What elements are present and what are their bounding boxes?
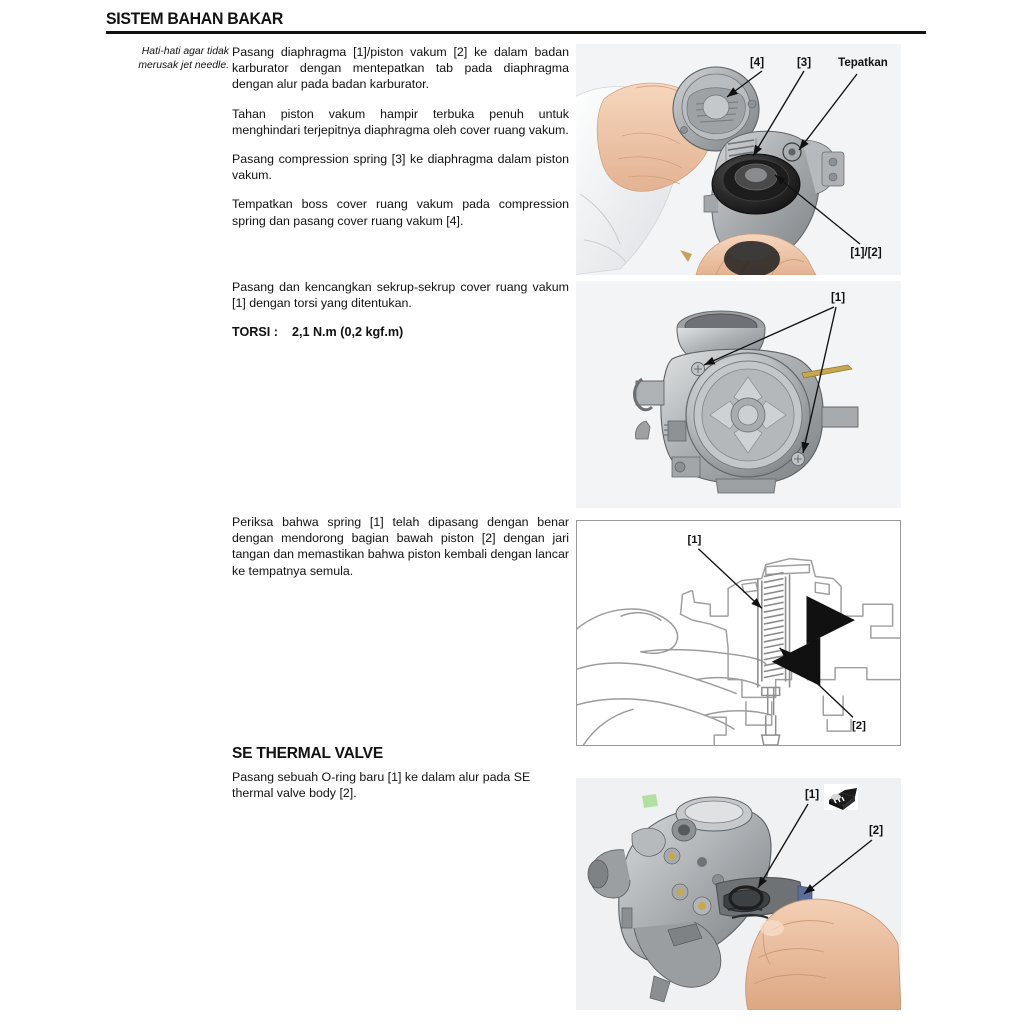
leader-3 — [752, 70, 805, 157]
figure-1-callout-3-label: [3] — [797, 57, 811, 69]
page-title: SISTEM BAHAN BAKAR — [106, 10, 283, 28]
torque-label: TORSI : — [232, 325, 278, 340]
caution-note: Hati-hati agar tidak merusak jet needle. — [105, 45, 229, 72]
leader-2 — [779, 647, 854, 718]
figure-3-callout-2-label: [2] — [852, 720, 866, 732]
cover-screws — [691, 362, 805, 466]
leader-1a — [703, 306, 835, 366]
paragraph-4: Tempatkan boss cover ruang vakum pada co… — [232, 197, 569, 228]
figure-2-graphic: [1] — [576, 281, 901, 508]
leader-1b — [801, 306, 837, 454]
figure-2: [1] — [576, 281, 901, 508]
paragraph-7: Pasang sebuah O-ring baru [1] ke dalam a… — [232, 770, 531, 801]
figure-3: [1] [2] — [576, 520, 901, 746]
grease-icon — [824, 784, 858, 810]
leader-1 — [697, 548, 763, 609]
lower-hand — [695, 233, 817, 275]
paragraph-2: Tahan piston vakum hampir terbuka penuh … — [232, 106, 569, 137]
caution-note-line2: merusak jet needle. — [138, 59, 229, 71]
paragraph-5: Pasang dan kencangkan sekrup-sekrup cove… — [232, 280, 569, 311]
figure-1-callout-4-label: [4] — [750, 57, 764, 69]
bracket — [633, 377, 654, 412]
leader-4 — [726, 70, 763, 98]
new-oring — [728, 885, 764, 911]
paragraph-1: Pasang diaphragma [1]/piston vakum [2] k… — [232, 45, 569, 92]
text-block-2: Pasang dan kencangkan sekrup-sekrup cove… — [232, 279, 569, 341]
leader-1 — [757, 803, 809, 889]
caution-note-line1: Hati-hati agar tidak — [141, 46, 229, 57]
jet-needle — [760, 686, 781, 745]
figure-4-callout-1-label: [1] — [805, 789, 819, 801]
figure-1-callout-tepatkan-label: Tepatkan — [838, 57, 888, 69]
figure-4-graphic: [1] [2] — [576, 778, 901, 1010]
torque-value: 2,1 N.m (0,2 kgf.m) — [291, 325, 404, 340]
adjust-screw — [801, 364, 853, 379]
header-rule — [106, 31, 926, 34]
leader-2 — [803, 839, 873, 895]
leader-1-2 — [774, 174, 861, 245]
paragraph-6: Periksa bahwa spring [1] telah dipasang … — [232, 515, 569, 578]
figure-4-callout-2-label: [2] — [869, 825, 883, 837]
torque-spec: TORSI : 2,1 N.m (0,2 kgf.m) — [232, 324, 569, 340]
hand-outline — [577, 608, 773, 745]
leader-tepatkan — [798, 73, 858, 151]
figure-1: [4] [3] Tepatkan [1]/[2] — [576, 44, 901, 275]
text-block-3: Periksa bahwa spring [1] telah dipasang … — [232, 514, 569, 579]
section-heading-se-thermal-valve: SE THERMAL VALVE — [232, 745, 383, 762]
page-header: SISTEM BAHAN BAKAR — [106, 10, 926, 34]
right-hand — [745, 898, 901, 1010]
alignment-tab-marker — [782, 142, 802, 162]
figure-1-callout-1-2-label: [1]/[2] — [850, 247, 881, 259]
vacuum-chamber-cover-installed — [685, 352, 811, 478]
text-block-4: SE THERMAL VALVE Pasang sebuah O-ring ba… — [232, 745, 569, 802]
figure-2-callout-1-label: [1] — [831, 292, 845, 304]
carburetor-body-tilted — [587, 794, 772, 1003]
text-block-1: Pasang diaphragma [1]/piston vakum [2] k… — [232, 44, 569, 229]
figure-3-graphic: [1] [2] — [577, 521, 900, 745]
diaphragm-piston — [711, 153, 801, 215]
figure-3-callout-1-label: [1] — [687, 534, 701, 546]
figure-4: [1] [2] — [576, 778, 901, 1010]
figure-1-graphic: [4] [3] Tepatkan [1]/[2] — [576, 44, 901, 275]
paragraph-3: Pasang compression spring [3] ke diaphra… — [232, 152, 569, 183]
